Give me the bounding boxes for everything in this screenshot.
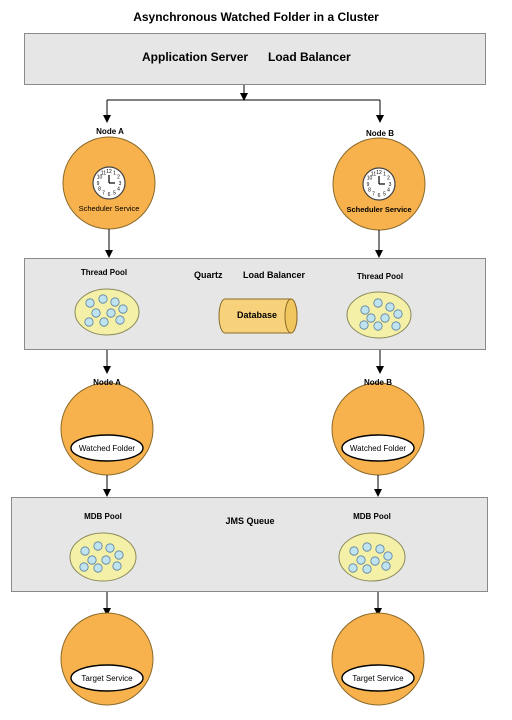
node-a-label: Node A bbox=[93, 378, 121, 387]
database-cylinder bbox=[218, 298, 298, 334]
svg-text:8: 8 bbox=[98, 187, 101, 193]
svg-text:2: 2 bbox=[117, 175, 120, 181]
svg-text:4: 4 bbox=[387, 188, 390, 194]
svg-text:5: 5 bbox=[113, 191, 116, 197]
thread-pool-left-label: Thread Pool bbox=[80, 268, 128, 277]
svg-text:1: 1 bbox=[113, 171, 116, 177]
watched-folder-ellipse-b bbox=[341, 434, 415, 462]
thread-pool-right-label: Thread Pool bbox=[356, 272, 404, 281]
svg-text:3: 3 bbox=[389, 182, 392, 188]
diagram-title: Asynchronous Watched Folder in a Cluster bbox=[133, 10, 379, 24]
mdb-pool-right-label: MDB Pool bbox=[353, 512, 391, 521]
node-a-label: Node A bbox=[96, 127, 124, 136]
load-balancer-label: Load Balancer bbox=[268, 50, 351, 64]
watched-folder-ellipse-a bbox=[70, 434, 144, 462]
watched-folder-label-b: Watched Folder bbox=[349, 444, 407, 453]
database-label: Database bbox=[236, 310, 278, 320]
target-service-ellipse-a bbox=[70, 664, 144, 692]
thread-bubbles-right bbox=[359, 298, 403, 331]
node-b-label: Node B bbox=[366, 129, 394, 138]
target-service-label-b: Target Service bbox=[352, 674, 404, 683]
quartz-load-balancer-label: Load Balancer bbox=[243, 270, 306, 280]
mdb-bubbles-left bbox=[79, 541, 124, 573]
svg-text:11: 11 bbox=[101, 171, 106, 177]
svg-text:3: 3 bbox=[119, 181, 122, 187]
mdb-pool-left-label: MDB Pool bbox=[84, 512, 122, 521]
watched-folder-label-a: Watched Folder bbox=[78, 444, 136, 453]
svg-text:11: 11 bbox=[371, 172, 376, 178]
quartz-label: Quartz bbox=[194, 270, 223, 280]
svg-text:6: 6 bbox=[108, 192, 111, 198]
svg-text:8: 8 bbox=[368, 188, 371, 194]
svg-text:12: 12 bbox=[376, 170, 382, 176]
svg-text:7: 7 bbox=[102, 191, 105, 197]
svg-text:12: 12 bbox=[106, 169, 112, 175]
svg-text:10: 10 bbox=[97, 175, 103, 181]
top-connector bbox=[103, 85, 384, 123]
svg-text:9: 9 bbox=[367, 182, 370, 188]
jms-queue-label: JMS Queue bbox=[225, 516, 275, 526]
application-server-band bbox=[24, 33, 486, 85]
svg-text:2: 2 bbox=[387, 176, 390, 182]
mdb-pool-right-ellipse bbox=[338, 532, 406, 582]
target-service-ellipse-b bbox=[341, 664, 415, 692]
node-b-label: Node B bbox=[364, 378, 392, 387]
target-service-label-a: Target Service bbox=[81, 674, 133, 683]
application-server-label: Application Server bbox=[142, 50, 249, 64]
svg-text:7: 7 bbox=[372, 192, 375, 198]
scheduler-service-label-b: Scheduler Service bbox=[346, 205, 412, 214]
mdb-bubbles-right bbox=[348, 542, 393, 574]
svg-text:6: 6 bbox=[378, 193, 381, 199]
thread-bubbles-left bbox=[84, 294, 128, 327]
svg-text:5: 5 bbox=[383, 192, 386, 198]
svg-text:1: 1 bbox=[383, 172, 386, 178]
svg-text:4: 4 bbox=[117, 187, 120, 193]
scheduler-service-label-a: Scheduler Service bbox=[78, 204, 140, 213]
svg-text:9: 9 bbox=[97, 181, 100, 187]
svg-text:10: 10 bbox=[367, 176, 373, 182]
